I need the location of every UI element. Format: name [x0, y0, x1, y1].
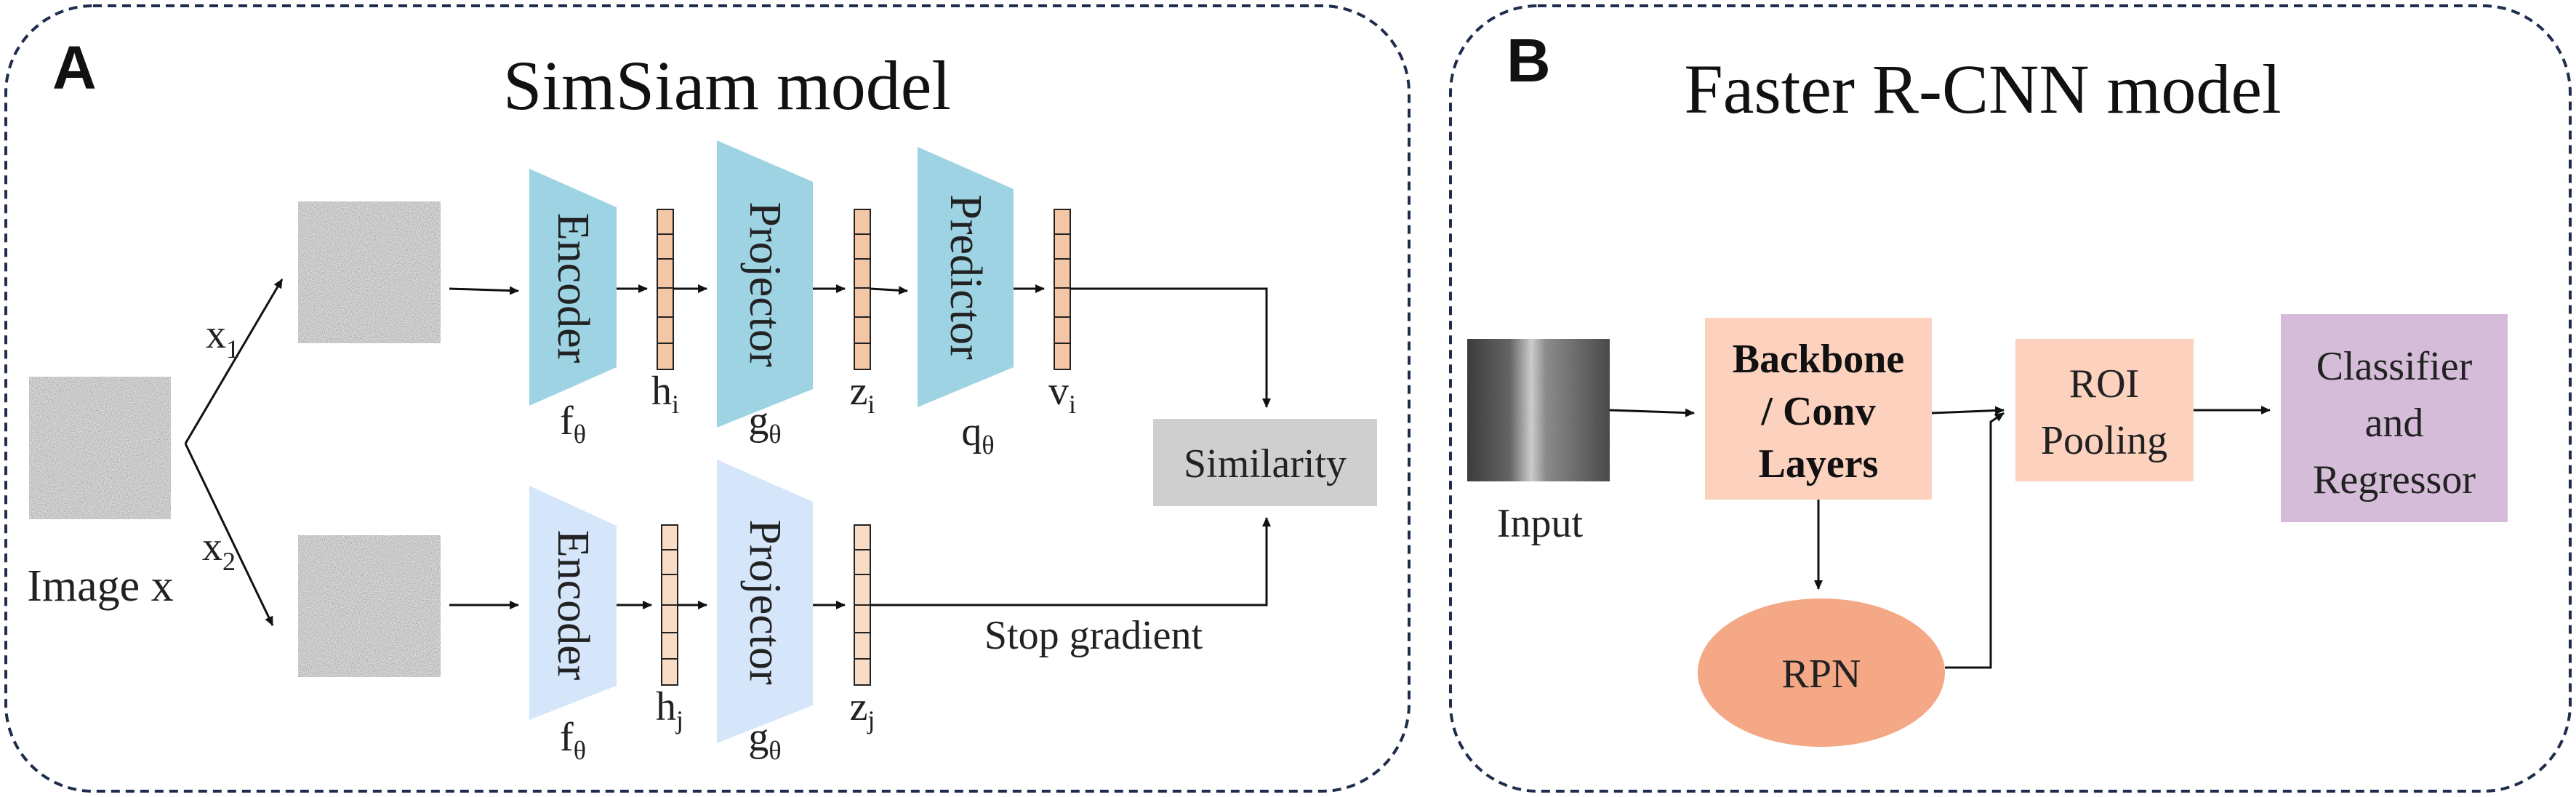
z-vector-top: [854, 209, 871, 370]
arrow-z-to-similarity: [870, 517, 1271, 606]
projector-top-param: gθ: [748, 398, 781, 449]
backbone-line2: / Conv: [1760, 389, 1875, 434]
input-image-x: [29, 377, 171, 519]
rpn-label: RPN: [1782, 652, 1861, 697]
rpn-ellipse: [1698, 598, 1945, 747]
roi-line1: ROI: [2069, 361, 2139, 406]
input-image-label: Image x: [27, 561, 173, 611]
z-bottom-label: zj: [850, 684, 875, 734]
arrow-to-predictor: [870, 286, 908, 295]
panel-a-border: [4, 4, 1411, 793]
augmented-image-top: [298, 201, 441, 343]
similarity-label: Similarity: [1184, 441, 1347, 486]
panel-b-title: Faster R-CNN model: [1684, 50, 2281, 128]
branch-arrow-bottom: [184, 443, 274, 626]
v-top-label: vi: [1048, 369, 1076, 419]
panel-a-letter: A: [52, 33, 97, 102]
panel-b-border: [1449, 4, 2572, 793]
roi-pooling-box: [2015, 339, 2194, 481]
classifier-box: [2281, 314, 2508, 522]
h-top-label: hi: [651, 369, 679, 419]
encoder-bottom: [529, 486, 617, 720]
input-label: Input: [1497, 501, 1584, 546]
x1-label: x1: [206, 312, 239, 364]
z-vector-bottom: [854, 524, 871, 686]
projector-bottom: [717, 460, 813, 743]
h-vector-bottom: [661, 524, 678, 686]
arrow-v-to-similarity: [1070, 287, 1271, 408]
encoder-top: [529, 169, 617, 406]
encoder-top-label: Encoder: [548, 213, 598, 364]
similarity-box: [1153, 419, 1377, 506]
arrow-to-encoder-top: [449, 286, 519, 295]
predictor-top: [918, 147, 1014, 407]
encoder-bottom-label: Encoder: [548, 530, 598, 681]
projector-top: [717, 140, 813, 428]
classifier-line3: Regressor: [2313, 457, 2476, 502]
arrow-input-to-backbone: [1609, 408, 1695, 417]
backbone-line3: Layers: [1759, 441, 1879, 486]
roi-line2: Pooling: [2041, 418, 2167, 463]
panel-b-letter: B: [1506, 26, 1551, 95]
v-vector-top: [1054, 209, 1071, 370]
arrow-rpn-to-roi: [1945, 412, 2005, 669]
predictor-top-param: qθ: [961, 409, 994, 460]
augmented-image-bottom: [298, 535, 441, 677]
classifier-line1: Classifier: [2316, 344, 2473, 389]
z-top-label: zi: [850, 369, 875, 419]
x2-label: x2: [202, 524, 236, 576]
classifier-line2: and: [2365, 401, 2424, 446]
projector-bottom-label: Projector: [740, 519, 790, 685]
encoder-bottom-param: fθ: [560, 715, 586, 765]
encoder-top-param: fθ: [560, 398, 586, 449]
backbone-box: [1705, 318, 1932, 500]
arrow-backbone-to-roi: [1931, 406, 2005, 415]
projector-top-label: Projector: [740, 201, 790, 367]
backbone-line1: Backbone: [1733, 337, 1905, 382]
projector-bottom-param: gθ: [748, 715, 781, 765]
panel-a-title: SimSiam model: [503, 47, 951, 124]
stop-gradient-label: Stop gradient: [984, 613, 1203, 658]
predictor-top-label: Predictor: [941, 194, 990, 360]
input-image-texture: [1467, 339, 1610, 481]
h-bottom-label: hj: [656, 684, 683, 734]
h-vector-top: [657, 209, 674, 370]
branch-arrow-top: [184, 279, 284, 444]
